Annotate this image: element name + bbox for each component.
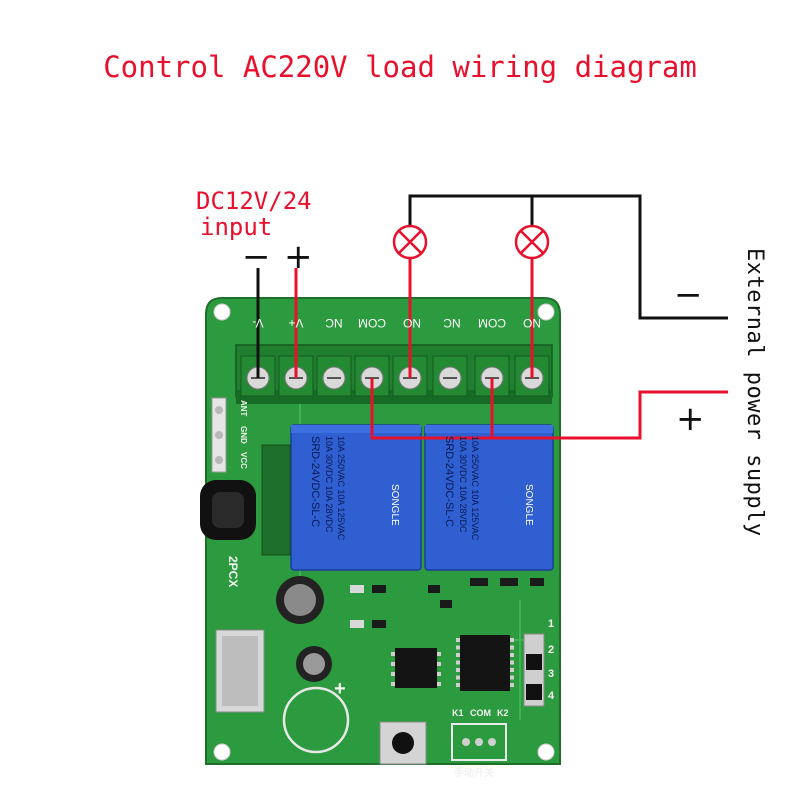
module-label: 2PCX [226, 556, 240, 588]
terminal-label: COM [358, 316, 386, 330]
ic-pin [510, 683, 514, 687]
diagram-title: Control AC220V load wiring diagram [103, 50, 697, 84]
ic-pin [510, 653, 514, 657]
ic-pin [510, 668, 514, 672]
ic-pin [456, 653, 460, 657]
output-label-k1: K1 [452, 708, 464, 718]
relay-1-rating-2: 10A 30VDC 10A 28VDC [324, 436, 334, 533]
terminal-label: NC [443, 316, 461, 330]
relay-2-brand: SONGLE [523, 484, 534, 526]
dc-input-label-line1: DC12V/24 [196, 187, 312, 215]
ic-pin [510, 660, 514, 665]
ic-pin [456, 675, 460, 680]
relay-2-rating-2: 10A 30VDC 10A 28VDC [458, 436, 468, 533]
smd-components [350, 578, 544, 628]
pin-header [211, 397, 227, 473]
capacitors [276, 576, 332, 682]
relay-1 [290, 424, 422, 571]
wire-lamp-bus [408, 194, 728, 320]
lamp-2 [514, 224, 550, 260]
ic-pin [391, 672, 395, 676]
external-supply-label: External power supply [742, 248, 767, 537]
ic-pin [437, 672, 441, 676]
manual-switch-label: 手动开关 [454, 768, 494, 779]
ic-pin [456, 638, 460, 642]
external-minus-sign: − [674, 275, 703, 315]
wires [256, 194, 728, 440]
output-label-com: COM [470, 708, 491, 718]
terminal-label: V+ [288, 316, 304, 330]
header-pin-label: VCC [239, 452, 248, 469]
jumper-number: 2 [548, 644, 555, 656]
ic-pin [437, 682, 441, 686]
header-pin-label: ANT [239, 400, 248, 417]
terminal-label: NO [403, 316, 421, 330]
jumper-header [523, 633, 545, 707]
wire-com-plus [370, 378, 728, 440]
ic-pin [456, 660, 460, 665]
ic-pin [456, 668, 460, 672]
output-connector [451, 723, 507, 761]
manual-switch [379, 721, 427, 765]
terminal-label: NC [325, 316, 343, 330]
ic-chips [391, 635, 514, 691]
dc-plus-sign: + [284, 237, 313, 277]
receiver-module [215, 444, 291, 713]
ic-pin [510, 675, 514, 680]
ic-pin [510, 645, 514, 650]
terminal-block [235, 344, 553, 404]
jumper-number: 1 [548, 618, 555, 630]
antenna-coil [200, 480, 256, 540]
relay-2-rating-1: 10A 250VAC 10A 125VAC [470, 436, 480, 541]
relay-1-rating-1: 10A 250VAC 10A 125VAC [336, 436, 346, 541]
ic-pin [391, 652, 395, 656]
relay-2 [424, 424, 554, 571]
jumper-number: 3 [548, 668, 555, 680]
jumper-number: 4 [548, 690, 555, 702]
capacitor-plus-mark: + [334, 678, 346, 700]
ic-pin [391, 662, 395, 666]
relay-2-model: SRD-24VDC-SL-C [443, 436, 455, 528]
buzzer-outline [282, 686, 350, 754]
terminal-label: NO [523, 316, 541, 330]
dc-minus-sign: − [242, 237, 271, 277]
ic-pin [456, 683, 460, 687]
ic-pin [437, 652, 441, 656]
dc-input-label-line2: input [200, 213, 273, 241]
ic-pin [391, 682, 395, 686]
ic-pin [510, 638, 514, 642]
external-plus-sign: + [676, 399, 705, 439]
ic-pin [456, 645, 460, 650]
ic-pin [437, 662, 441, 666]
relay-1-brand: SONGLE [389, 484, 400, 526]
output-label-k2: K2 [497, 708, 509, 718]
terminal-label: V- [252, 316, 264, 330]
relay-1-model: SRD-24VDC-SL-C [309, 436, 321, 528]
header-pin-label: GND [239, 426, 248, 444]
lamp-1 [392, 224, 428, 260]
terminal-label: COM [478, 316, 506, 330]
